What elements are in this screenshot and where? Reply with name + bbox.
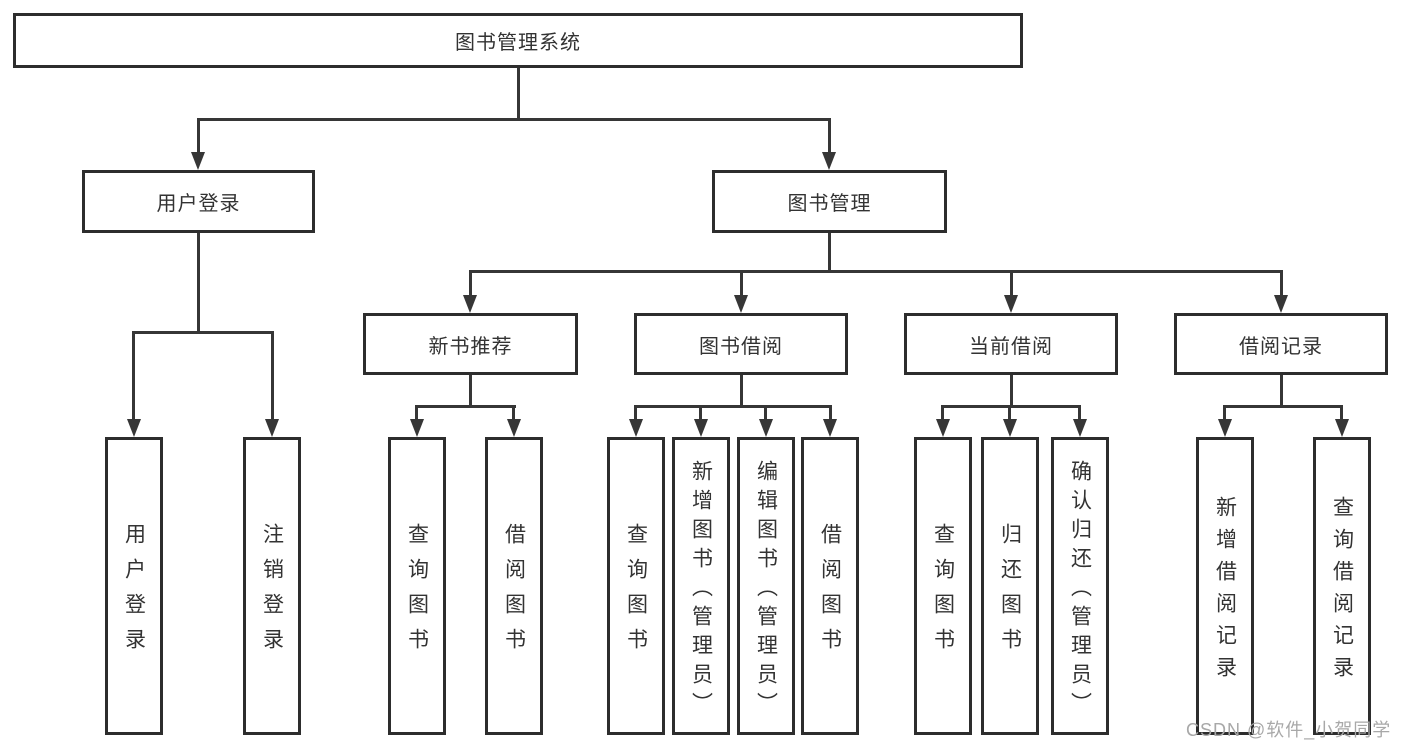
arrowhead-down-icon <box>734 295 748 313</box>
leaf-nbr-borrow-book-label: 借阅图书 <box>502 523 526 663</box>
node-borrow-record-label: 借阅记录 <box>1239 335 1323 358</box>
node-new-book-recommend-label: 新书推荐 <box>428 335 513 358</box>
node-book-borrow: 图书借阅 <box>634 313 848 375</box>
arrowhead-down-icon <box>1335 419 1349 437</box>
connector-line <box>764 405 767 419</box>
leaf-nbr-borrow-book: 借阅图书 <box>485 437 543 735</box>
connector-line <box>197 233 200 334</box>
leaf-cb-query-book-label: 查询图书 <box>931 523 955 663</box>
leaf-bb-edit-book: 编辑图书（管理员） <box>737 437 795 735</box>
leaf-br-add-record: 新增借阅记录 <box>1196 437 1254 735</box>
arrowhead-down-icon <box>410 419 424 437</box>
connector-line <box>634 405 832 408</box>
arrowhead-down-icon <box>265 419 279 437</box>
leaf-user-login-label: 用户登录 <box>122 523 146 663</box>
leaf-logout-label: 注销登录 <box>260 523 284 663</box>
connector-line <box>1280 270 1283 295</box>
node-user-login-label: 用户登录 <box>156 193 241 215</box>
arrowhead-down-icon <box>463 295 477 313</box>
arrowhead-down-icon <box>759 419 773 437</box>
connector-line <box>415 405 418 419</box>
arrowhead-down-icon <box>629 419 643 437</box>
connector-line <box>415 405 516 408</box>
arrowhead-down-icon <box>1218 419 1232 437</box>
arrowhead-down-icon <box>1004 295 1018 313</box>
leaf-nbr-query-book-label: 查询图书 <box>405 523 429 663</box>
leaf-cb-confirm-return-label: 确认归还（管理员） <box>1068 459 1092 721</box>
leaf-bb-add-book-label: 新增图书（管理员） <box>689 459 713 721</box>
connector-line <box>132 331 274 334</box>
arrowhead-down-icon <box>936 419 950 437</box>
connector-line <box>1223 405 1226 419</box>
connector-line <box>271 331 274 419</box>
connector-line <box>941 405 1081 408</box>
connector-line <box>517 67 520 120</box>
connector-line <box>634 405 637 419</box>
leaf-user-login: 用户登录 <box>105 437 163 735</box>
connector-line <box>469 270 472 295</box>
leaf-logout: 注销登录 <box>243 437 301 735</box>
connector-line <box>1010 375 1013 408</box>
leaf-cb-query-book: 查询图书 <box>914 437 972 735</box>
node-current-borrow-label: 当前借阅 <box>969 335 1053 358</box>
connector-line <box>1008 405 1011 419</box>
arrowhead-down-icon <box>1274 295 1288 313</box>
leaf-br-add-record-label: 新增借阅记录 <box>1213 495 1237 688</box>
connector-line <box>197 118 831 121</box>
arrowhead-down-icon <box>822 152 836 170</box>
connector-line <box>1010 270 1013 295</box>
connector-line <box>941 405 944 419</box>
node-new-book-recommend: 新书推荐 <box>363 313 578 375</box>
connector-line <box>828 118 831 154</box>
node-current-borrow: 当前借阅 <box>904 313 1118 375</box>
node-borrow-record: 借阅记录 <box>1174 313 1388 375</box>
arrowhead-down-icon <box>507 419 521 437</box>
connector-line <box>699 405 702 419</box>
leaf-br-query-record-label: 查询借阅记录 <box>1330 495 1354 688</box>
connector-line <box>469 270 1283 273</box>
connector-line <box>740 270 743 295</box>
leaf-bb-query-book-label: 查询图书 <box>624 523 648 663</box>
connector-line <box>132 331 135 419</box>
node-book-borrow-label: 图书借阅 <box>699 335 783 358</box>
connector-line <box>740 375 743 408</box>
connector-line <box>829 405 832 419</box>
node-root-label: 图书管理系统 <box>455 32 581 54</box>
arrowhead-down-icon <box>191 152 205 170</box>
leaf-cb-return-book: 归还图书 <box>981 437 1039 735</box>
connector-line <box>1340 405 1343 419</box>
node-book-management-label: 图书管理 <box>787 193 872 215</box>
leaf-bb-add-book: 新增图书（管理员） <box>672 437 730 735</box>
leaf-br-query-record: 查询借阅记录 <box>1313 437 1371 735</box>
node-book-management: 图书管理 <box>712 170 947 233</box>
leaf-bb-borrow-book-label: 借阅图书 <box>818 523 842 663</box>
leaf-cb-return-book-label: 归还图书 <box>998 523 1022 663</box>
arrowhead-down-icon <box>694 419 708 437</box>
connector-line <box>1223 405 1343 408</box>
leaf-nbr-query-book: 查询图书 <box>388 437 446 735</box>
connector-line <box>828 233 831 273</box>
leaf-cb-confirm-return: 确认归还（管理员） <box>1051 437 1109 735</box>
arrowhead-down-icon <box>1003 419 1017 437</box>
arrowhead-down-icon <box>127 419 141 437</box>
node-user-login: 用户登录 <box>82 170 315 233</box>
connector-line <box>197 118 200 154</box>
leaf-bb-borrow-book: 借阅图书 <box>801 437 859 735</box>
csdn-watermark: CSDN @软件_小贺同学 <box>1186 720 1392 740</box>
node-root: 图书管理系统 <box>13 13 1023 68</box>
connector-line <box>1280 375 1283 408</box>
leaf-bb-edit-book-label: 编辑图书（管理员） <box>754 459 778 721</box>
connector-line <box>1078 405 1081 419</box>
leaf-bb-query-book: 查询图书 <box>607 437 665 735</box>
arrowhead-down-icon <box>1073 419 1087 437</box>
connector-line <box>469 375 472 408</box>
arrowhead-down-icon <box>823 419 837 437</box>
connector-line <box>512 405 515 419</box>
